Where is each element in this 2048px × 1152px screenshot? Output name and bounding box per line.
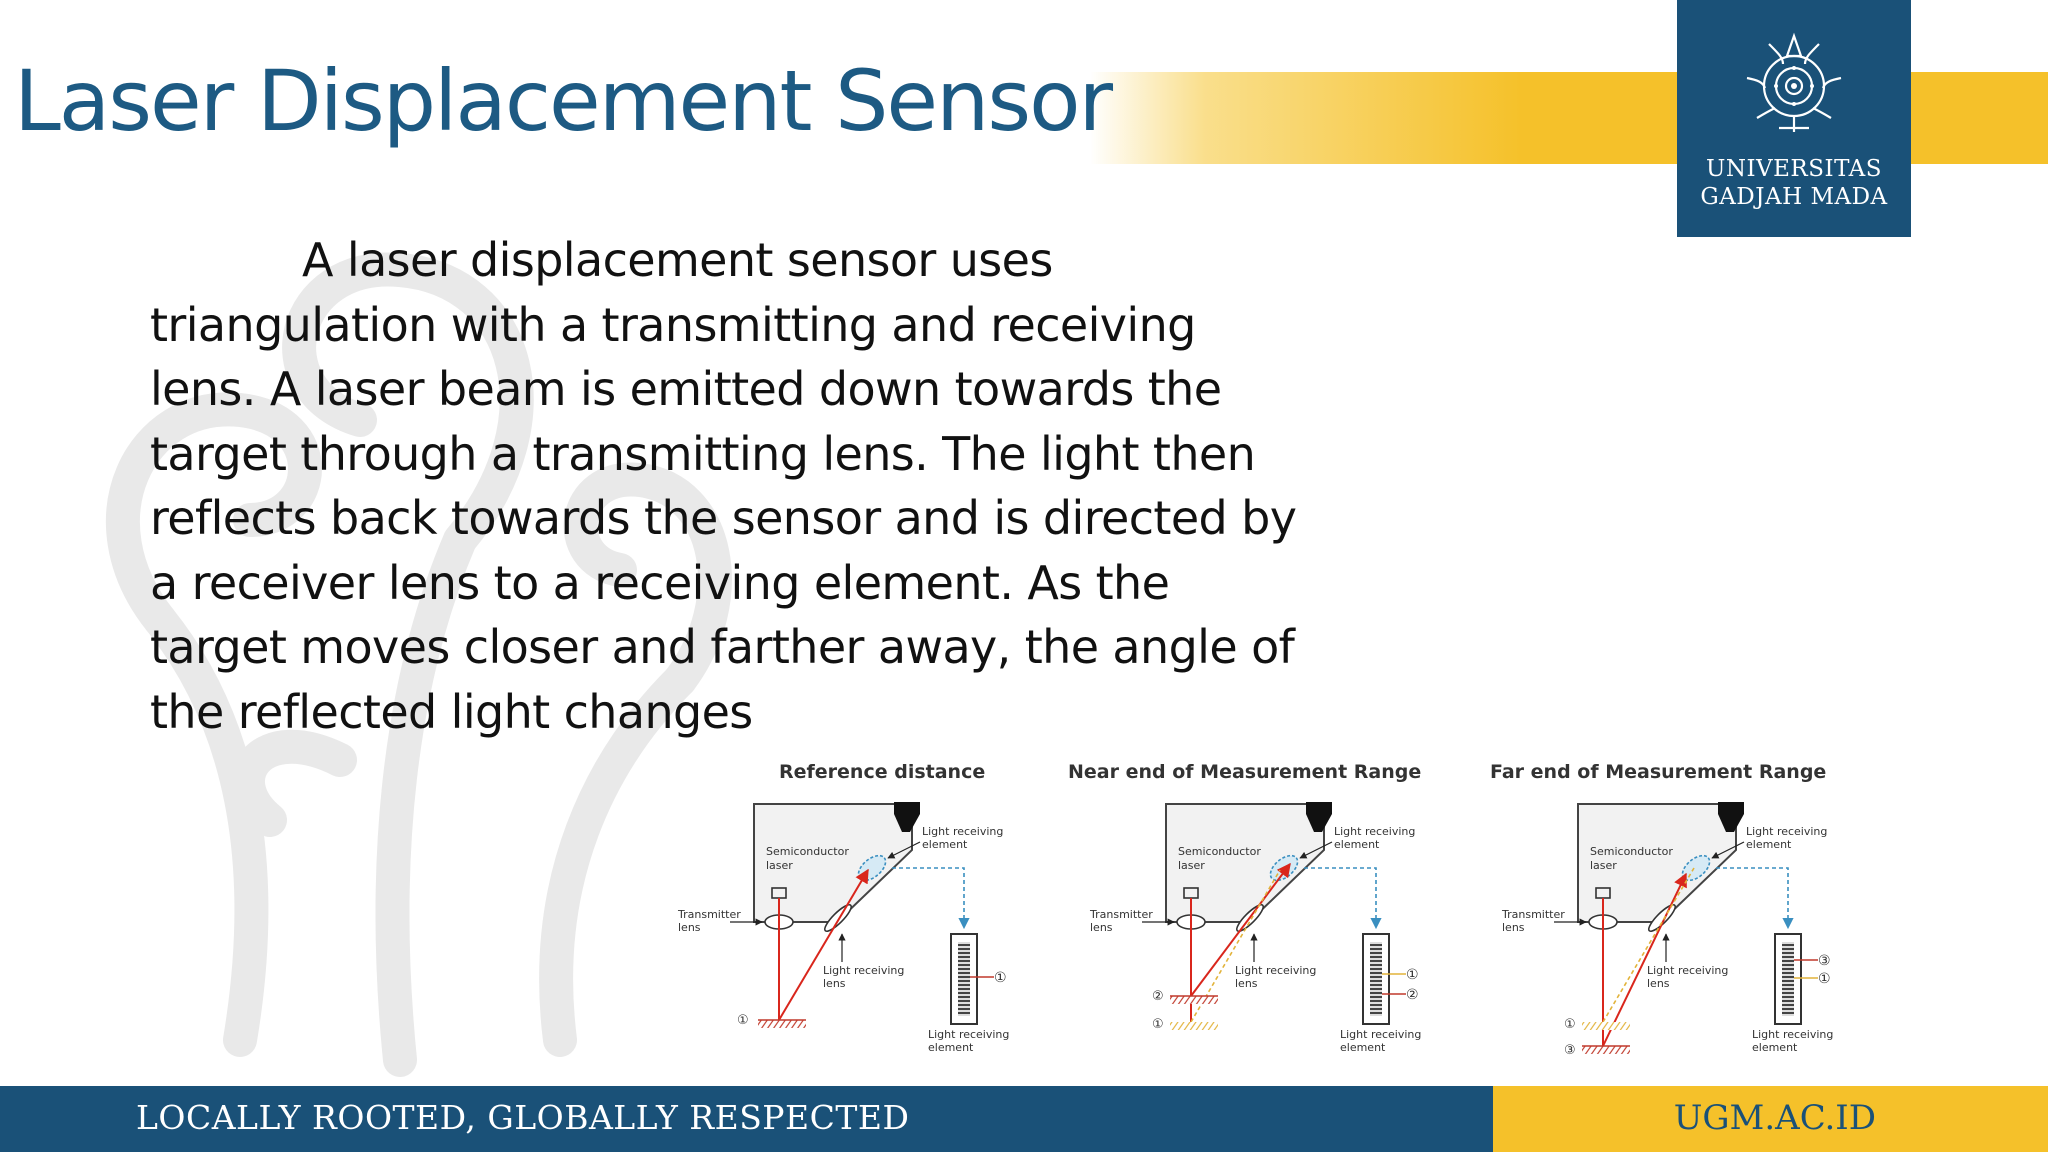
logo-text-line2: GADJAH MADA <box>1700 184 1888 210</box>
background-watermark <box>106 252 732 1077</box>
svg-text:①: ① <box>737 1013 749 1028</box>
svg-text:Light receiving: Light receiving <box>928 1028 1009 1041</box>
svg-text:③: ③ <box>1564 1043 1576 1058</box>
svg-text:lens: lens <box>1090 921 1113 934</box>
diagram-panel-far: Far end of Measurement Range ① ③ Semicon… <box>1490 761 1833 1058</box>
svg-text:laser: laser <box>1178 859 1205 872</box>
svg-text:Light receiving: Light receiving <box>1340 1028 1421 1041</box>
svg-text:lens: lens <box>1502 921 1525 934</box>
svg-text:Light receiving: Light receiving <box>1746 825 1827 838</box>
panel-title: Far end of Measurement Range <box>1490 761 1826 783</box>
svg-text:②: ② <box>1152 989 1164 1004</box>
svg-text:laser: laser <box>1590 859 1617 872</box>
svg-text:Transmitter: Transmitter <box>677 908 741 921</box>
svg-text:①: ① <box>1406 967 1419 983</box>
svg-text:Light receiving: Light receiving <box>1647 964 1728 977</box>
svg-text:lens: lens <box>1647 977 1670 990</box>
svg-text:laser: laser <box>766 859 793 872</box>
diagram-panel-reference: Reference distance ① Semiconductor laser… <box>677 761 1009 1054</box>
footer-tagline: LOCALLY ROOTED, GLOBALLY RESPECTED <box>136 1098 910 1137</box>
svg-text:Light receiving: Light receiving <box>922 825 1003 838</box>
svg-text:①: ① <box>994 970 1007 986</box>
svg-text:lens: lens <box>1235 977 1258 990</box>
panel-title: Near end of Measurement Range <box>1068 761 1421 783</box>
svg-text:element: element <box>922 838 968 851</box>
slide-title: Laser Displacement Sensor <box>14 52 1113 150</box>
diagram-panel-near: Near end of Measurement Range ② ① Semico… <box>1068 761 1421 1054</box>
svg-text:lens: lens <box>678 921 701 934</box>
svg-text:element: element <box>1334 838 1380 851</box>
svg-text:Light receiving: Light receiving <box>1235 964 1316 977</box>
university-emblem-icon <box>1746 32 1842 132</box>
svg-text:①: ① <box>1152 1017 1164 1032</box>
panel-title: Reference distance <box>779 761 985 783</box>
svg-text:Semiconductor: Semiconductor <box>1178 845 1261 858</box>
svg-text:①: ① <box>1818 971 1831 987</box>
svg-text:Transmitter: Transmitter <box>1089 908 1153 921</box>
logo-text-line1: UNIVERSITAS <box>1705 156 1883 182</box>
university-logo: UNIVERSITAS GADJAH MADA <box>1677 0 1911 237</box>
svg-text:Light receiving: Light receiving <box>1334 825 1415 838</box>
svg-text:Transmitter: Transmitter <box>1501 908 1565 921</box>
svg-text:element: element <box>1746 838 1792 851</box>
footer-gold-band: UGM.AC.ID <box>1493 1086 2048 1152</box>
svg-text:③: ③ <box>1818 953 1831 969</box>
svg-text:element: element <box>928 1041 974 1054</box>
svg-text:lens: lens <box>823 977 846 990</box>
svg-text:element: element <box>1752 1041 1798 1054</box>
footer-navy-band: LOCALLY ROOTED, GLOBALLY RESPECTED <box>0 1086 1493 1152</box>
svg-text:Light receiving: Light receiving <box>823 964 904 977</box>
svg-text:①: ① <box>1564 1017 1576 1032</box>
triangulation-diagram: Reference distance ① Semiconductor laser… <box>672 752 1872 1070</box>
svg-text:Semiconductor: Semiconductor <box>1590 845 1673 858</box>
svg-text:element: element <box>1340 1041 1386 1054</box>
footer-bar: LOCALLY ROOTED, GLOBALLY RESPECTED UGM.A… <box>0 1086 2048 1152</box>
svg-text:Light receiving: Light receiving <box>1752 1028 1833 1041</box>
footer-website: UGM.AC.ID <box>1673 1098 1876 1138</box>
svg-text:②: ② <box>1406 987 1419 1003</box>
slide-body-text: A laser displacement sensor uses triangu… <box>150 233 1297 739</box>
svg-text:Semiconductor: Semiconductor <box>766 845 849 858</box>
